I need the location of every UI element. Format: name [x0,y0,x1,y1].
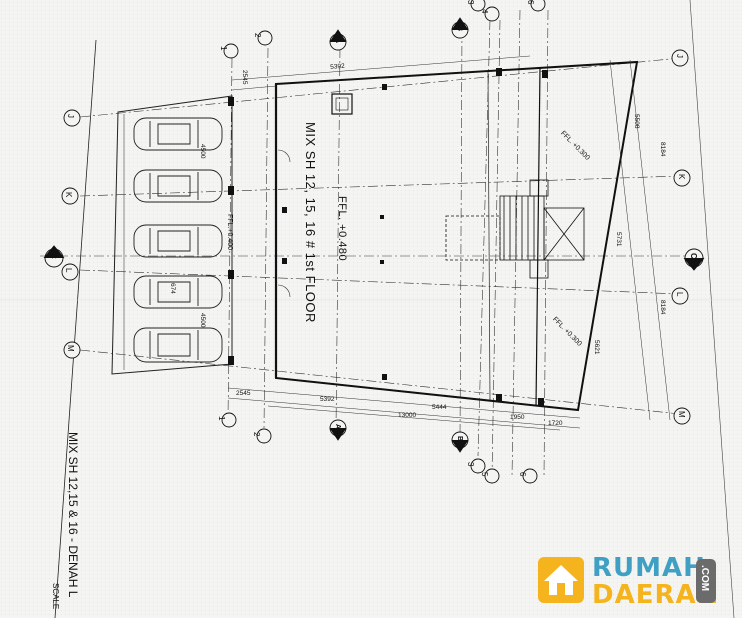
floor-level-label: FFL. +0.480 [336,196,348,262]
door-swings [277,149,291,298]
dim-right-8184-bottom: 8184 [659,300,666,315]
page-border-left [54,39,97,618]
parked-cars [133,117,223,363]
page-border-right [689,0,735,618]
grid-label-j-left: J [66,114,75,118]
dimension-lines-top [231,55,671,421]
rear-wall [535,67,541,407]
car-1 [133,117,223,151]
grid-label-3-top: 3 [466,0,475,5]
dim-bottom-2545: 2545 [236,390,251,397]
grid-label-2-bottom: 2 [252,432,261,437]
car-5 [133,327,223,363]
grid-bubbles [61,0,691,484]
dim-right-5508: 5508 [633,114,640,129]
shaft-box [331,93,353,115]
grid-lines-horizontal [40,57,700,415]
grid-label-5-bottom: 5 [480,472,489,477]
section-c-left: C [49,253,58,259]
grid-label-l-left: L [64,268,73,273]
dim-bottom-13000: 13000 [398,412,417,419]
columns [228,68,548,406]
section-b-top: B [456,26,463,32]
dim-right-5731: 5731 [615,232,622,247]
grid-label-6-top: 6 [526,0,535,5]
section-b-bottom: B [456,436,463,442]
dim-top-5392: 5392 [330,62,346,71]
grid-label-m-right: M [677,411,686,418]
grid-label-k-right: K [677,174,686,180]
car-3 [133,224,223,258]
dim-bottom-1720: 1720 [548,420,563,427]
grid-label-l-right: L [675,292,684,297]
grid-label-j-right: J [675,54,684,58]
parking-dim-3: 674 [169,283,176,294]
dim-top-2545: 2545 [241,70,248,85]
grid-label-6-bottom: 6 [518,472,527,477]
car-2 [133,169,223,203]
grid-label-1-bottom: 1 [217,416,226,421]
parking-level-label: FFL.+0.400 [226,214,233,250]
logo-com-badge: .COM [696,559,716,603]
dim-bottom-5392: 5392 [320,396,335,403]
parking-dim-2: 4500 [199,313,206,328]
section-markers [43,17,705,453]
grid-label-2-top: 2 [253,33,262,38]
car-4 [133,275,223,309]
grid-label-4-top: 4 [480,9,489,14]
grid-label-3-bottom: 3 [466,462,475,467]
scale-label: SCALE [51,583,60,610]
section-a-top: A [334,38,341,44]
logo-word-rumah: RUMAH [592,553,706,583]
dim-bottom-5444: 5444 [432,404,447,411]
logo-com-text: .COM [699,565,710,592]
rumahdaerah-logo: RUMAH DAERAH .COM [536,553,726,610]
inner-line [487,71,491,401]
house-icon [538,557,584,603]
dimension-lines-bottom [227,387,581,431]
grid-label-1-top: 1 [219,46,228,51]
dim-right-8184-top: 8184 [659,142,666,157]
dim-right-5621: 5621 [593,340,600,355]
stair [445,179,585,279]
parking-dim-1: 4500 [199,144,206,159]
section-a-bottom: A [334,424,341,430]
grid-label-m-left: M [66,345,75,352]
drawing-title: MIX SH 12, 15, 16 # 1st FLOOR [303,122,318,323]
dim-bottom-1950: 1950 [510,414,525,421]
grid-label-k-left: K [64,192,73,198]
section-c-right: C [689,253,698,259]
sheet-title: MIX SH 12,15 & 16 - DENAH L [66,432,80,598]
